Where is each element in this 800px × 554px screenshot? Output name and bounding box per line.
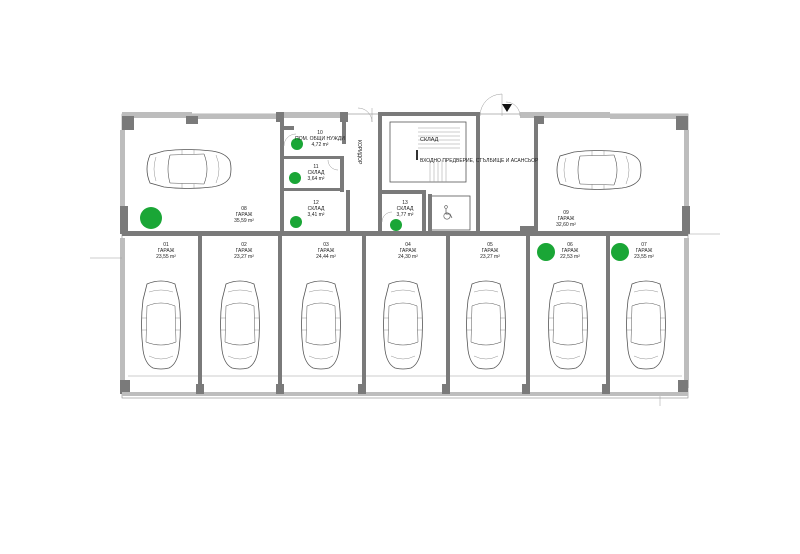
car-garage-06 xyxy=(548,280,588,370)
room-13-label: 13 СКЛАД 3,77 m² xyxy=(397,200,414,218)
room-12-label: 12 СКЛАД 3,41 m² xyxy=(308,200,325,218)
room-10-area: 4,72 m² xyxy=(311,142,329,148)
marker-11 xyxy=(289,172,301,184)
garage-02-num: 02 xyxy=(241,242,247,248)
room-13-num: 13 xyxy=(402,200,408,206)
marker-07 xyxy=(611,243,629,261)
garage-04-name: ГАРАЖ xyxy=(399,248,417,254)
garage-07-num: 07 xyxy=(641,242,647,248)
wheelchair-icon xyxy=(443,205,453,220)
car-garage-09 xyxy=(556,150,642,190)
availability-markers xyxy=(140,138,629,261)
garage-06-name: ГАРАЖ xyxy=(561,248,579,254)
garage-door-lines xyxy=(128,375,682,406)
lobby-label: ВХОДНО ПРЕДВЕРИЕ, СТЪЛБИЩЕ И АСАНСЬОР xyxy=(420,158,539,164)
garage-07-name: ГАРАЖ xyxy=(635,248,653,254)
marker-13 xyxy=(390,219,402,231)
storage-block xyxy=(280,107,426,232)
room-13-area: 3,77 m² xyxy=(396,212,414,218)
room-09-label: 09 ГАРАЖ 32,60 m² xyxy=(556,210,576,228)
room-11-num: 11 xyxy=(313,164,319,170)
garage-06-area: 22,53 m² xyxy=(560,254,580,260)
room-10-num: 10 xyxy=(317,130,323,136)
garage-06-num: 06 xyxy=(567,242,573,248)
car-garage-01 xyxy=(141,280,181,370)
room-09-num: 09 xyxy=(563,210,569,216)
room-11-name: СКЛАД xyxy=(307,170,325,176)
room-11-label: 11 СКЛАД 3,64 m² xyxy=(308,164,325,182)
room-13-name: СКЛАД xyxy=(396,206,414,212)
garage-01-area: 23,55 m² xyxy=(156,254,176,260)
car-garage-03 xyxy=(301,280,341,370)
corridor-label: КОРИДОР xyxy=(356,140,362,165)
garage-02-area: 23,27 m² xyxy=(234,254,254,260)
sklad-label: СКЛАД xyxy=(420,137,439,143)
garage-03-name: ГАРАЖ xyxy=(317,248,335,254)
room-10-name: ПОМ. ОБЩИ НУЖДИ xyxy=(295,136,345,142)
garage-01-num: 01 xyxy=(163,242,169,248)
middle-wall xyxy=(90,231,720,259)
garage-05-name: ГАРАЖ xyxy=(481,248,499,254)
garage-02-name: ГАРАЖ xyxy=(235,248,253,254)
room-10-label: 10 ПОМ. ОБЩИ НУЖДИ 4,72 m² xyxy=(295,130,345,148)
room-12-num: 12 xyxy=(313,200,319,206)
car-garage-04 xyxy=(383,280,423,370)
outer-walls xyxy=(120,112,690,399)
room-11-area: 3,64 m² xyxy=(307,176,325,182)
marker-10 xyxy=(291,138,303,150)
garage-05-num: 05 xyxy=(487,242,493,248)
garage-04-label: 04 ГАРАЖ 24,30 m² xyxy=(398,242,418,260)
room-09-name: ГАРАЖ xyxy=(557,216,575,222)
marker-12 xyxy=(290,216,302,228)
stair-block xyxy=(378,93,521,232)
room-09-area: 32,60 m² xyxy=(556,222,576,228)
room-08-area: 35,59 m² xyxy=(234,218,254,224)
marker-06 xyxy=(537,243,555,261)
garage-07-label: 07 ГАРАЖ 23,55 m² xyxy=(634,242,654,260)
right-upper-walls xyxy=(520,122,538,232)
car-garage-08 xyxy=(146,149,232,189)
garage-02-label: 02 ГАРАЖ 23,27 m² xyxy=(234,242,254,260)
marker-08 xyxy=(140,207,162,229)
garage-05-label: 05 ГАРАЖ 23,27 m² xyxy=(480,242,500,260)
garage-04-area: 24,30 m² xyxy=(398,254,418,260)
car-garage-07 xyxy=(626,280,666,370)
garage-03-num: 03 xyxy=(323,242,329,248)
garage-07-area: 23,55 m² xyxy=(634,254,654,260)
car-garage-05 xyxy=(466,280,506,370)
garage-01-label: 01 ГАРАЖ 23,55 m² xyxy=(156,242,176,260)
garage-separators xyxy=(196,236,610,394)
room-08-label: 08 ГАРАЖ 35,59 m² xyxy=(234,206,254,224)
room-12-area: 3,41 m² xyxy=(307,212,325,218)
room-08-num: 08 xyxy=(241,206,247,212)
room-12-name: СКЛАД xyxy=(307,206,325,212)
garage-04-num: 04 xyxy=(405,242,411,248)
garage-01-name: ГАРАЖ xyxy=(157,248,175,254)
garage-03-label: 03 ГАРАЖ 24,44 m² xyxy=(316,242,336,260)
garage-03-area: 24,44 m² xyxy=(316,254,336,260)
entrance-arrow-icon xyxy=(502,104,512,112)
car-garage-02 xyxy=(220,280,260,370)
room-08-name: ГАРАЖ xyxy=(235,212,253,218)
garage-06-label: 06 ГАРАЖ 22,53 m² xyxy=(560,242,580,260)
garage-05-area: 23,27 m² xyxy=(480,254,500,260)
